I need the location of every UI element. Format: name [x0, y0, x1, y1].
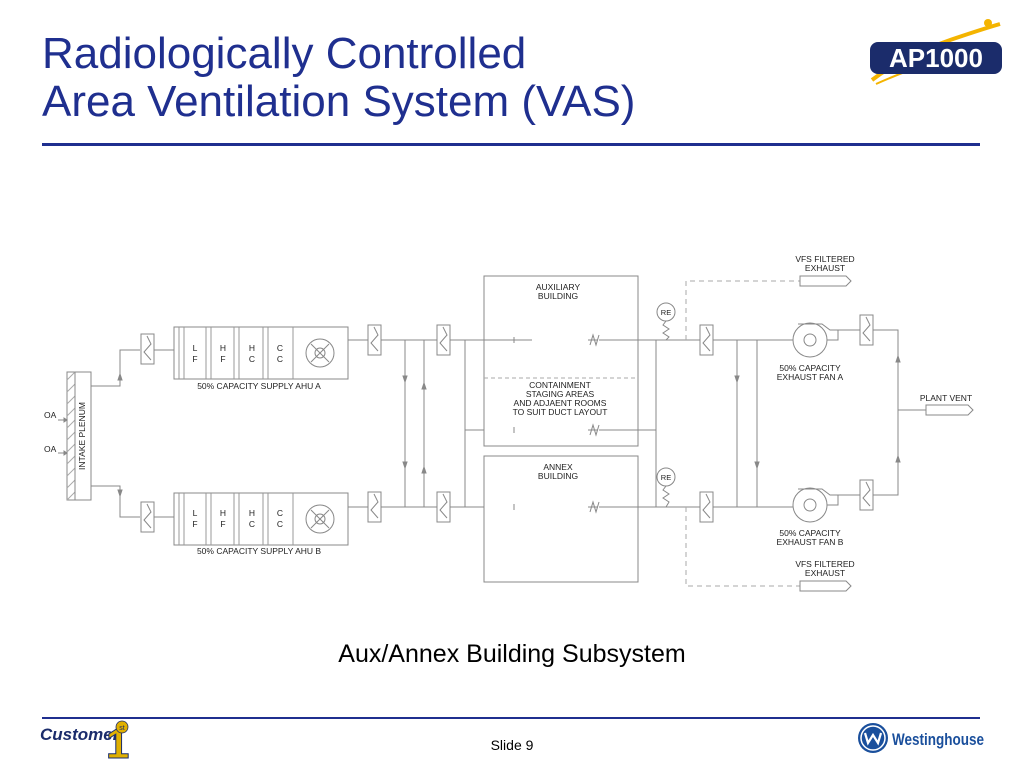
containment-label-1: CONTAINMENT: [529, 380, 591, 390]
containment-label-2: STAGING AREAS: [526, 389, 595, 399]
coil-label: H: [249, 508, 255, 518]
customer-logo-text: Customer: [40, 725, 121, 744]
exhaust-fan-b-label-1: 50% CAPACITY: [779, 528, 841, 538]
customer-first-logo: Customer 1 st: [40, 720, 130, 765]
coil-label: F: [192, 354, 197, 364]
vfs-exhaust-bottom-label-1: VFS FILTERED: [795, 559, 854, 569]
containment-label-4: TO SUIT DUCT LAYOUT: [513, 407, 608, 417]
oa-label-bottom: OA: [44, 444, 57, 454]
coil-label: H: [220, 508, 226, 518]
containment-label-3: AND ADJAENT ROOMS: [514, 398, 607, 408]
coil-label: F: [220, 354, 225, 364]
vfs-exhaust-top-label-2: EXHAUST: [805, 263, 845, 273]
ahu-a-label: 50% CAPACITY SUPPLY AHU A: [197, 381, 321, 391]
westinghouse-logo-text: Westinghouse: [892, 730, 984, 749]
slide-title-line-2: Area Ventilation System (VAS): [42, 77, 636, 126]
coil-label: L: [193, 343, 198, 353]
exhaust-fan-a-label-1: 50% CAPACITY: [779, 363, 841, 373]
coil-label: C: [277, 354, 283, 364]
coil-label: F: [220, 519, 225, 529]
title-underline: [42, 143, 980, 146]
auxiliary-building-label-1: AUXILIARY: [536, 282, 581, 292]
radiation-element-label-bottom: RE: [661, 473, 671, 482]
auxiliary-building-label-2: BUILDING: [538, 291, 578, 301]
coil-label: C: [277, 519, 283, 529]
exhaust-fan-b-label-2: EXHAUST FAN B: [777, 537, 844, 547]
radiation-element-label-top: RE: [661, 308, 671, 317]
annex-building-label-2: BUILDING: [538, 471, 578, 481]
exhaust-fan-a-label-2: EXHAUST FAN A: [777, 372, 844, 382]
coil-label: H: [220, 343, 226, 353]
coil-label: L: [193, 508, 198, 518]
coil-label: C: [277, 343, 283, 353]
coil-label: F: [192, 519, 197, 529]
coil-label: C: [249, 354, 255, 364]
westinghouse-logo: Westinghouse: [858, 723, 984, 753]
coil-label: H: [249, 343, 255, 353]
coil-label: C: [249, 519, 255, 529]
annex-building-label-1: ANNEX: [543, 462, 573, 472]
footer-rule: [42, 717, 980, 719]
diagram-caption: Aux/Annex Building Subsystem: [338, 640, 686, 668]
coil-label: C: [277, 508, 283, 518]
customer-logo-superscript: st: [119, 725, 125, 732]
slide-title: Radiologically Controlled Area Ventilati…: [42, 30, 635, 126]
plant-vent-label: PLANT VENT: [920, 393, 972, 403]
vfs-exhaust-top-label-1: VFS FILTERED: [795, 254, 854, 264]
ap1000-logo: AP1000: [870, 19, 1002, 85]
ap1000-logo-text: AP1000: [889, 43, 983, 73]
slide-title-line-1: Radiologically Controlled: [42, 29, 527, 78]
slide-number: Slide 9: [490, 737, 534, 753]
ahu-b-label: 50% CAPACITY SUPPLY AHU B: [197, 546, 321, 556]
intake-plenum-label: INTAKE PLENUM: [77, 402, 87, 470]
vfs-exhaust-bottom-label-2: EXHAUST: [805, 568, 845, 578]
oa-label-top: OA: [44, 410, 57, 420]
